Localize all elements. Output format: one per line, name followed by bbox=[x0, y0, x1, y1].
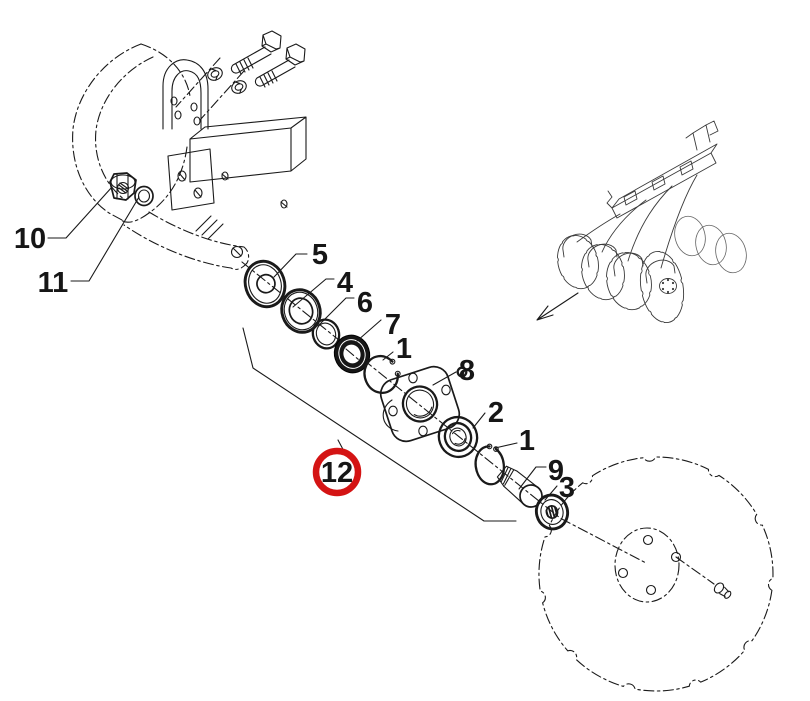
beam-break-end bbox=[606, 190, 613, 209]
arch-bolt-holes bbox=[170, 96, 201, 126]
part-hub-flange bbox=[379, 365, 461, 443]
arch-bracket-outer bbox=[162, 59, 209, 130]
clamp-plate bbox=[167, 148, 215, 211]
far-gang-discs bbox=[674, 215, 747, 274]
callout-9: 9 bbox=[548, 455, 564, 487]
callout-10: 10 bbox=[14, 223, 46, 255]
bracket-housing-assembly bbox=[72, 30, 307, 270]
bearing-band-3 bbox=[613, 252, 644, 277]
red-circle bbox=[312, 447, 362, 497]
hex-bolt-2 bbox=[199, 43, 306, 121]
bearing-band-4 bbox=[645, 259, 676, 284]
shield-front-edge-top bbox=[140, 43, 191, 97]
callout-leader-10 bbox=[47, 186, 113, 239]
snap-ring-eyelet-detail bbox=[456, 366, 468, 378]
hex-bolt bbox=[175, 30, 282, 108]
gang-disc-2 bbox=[581, 243, 625, 301]
axis-over-seal bbox=[345, 348, 360, 361]
callout-leader-8 bbox=[432, 371, 457, 386]
machine-overview bbox=[536, 120, 747, 324]
disc-blade-outline bbox=[538, 456, 774, 692]
callout-2: 2 bbox=[488, 397, 504, 429]
direction-arrow-icon bbox=[536, 292, 579, 321]
hitch-mast bbox=[685, 120, 719, 151]
assembly-bracket-line bbox=[242, 327, 517, 522]
disc-standards bbox=[576, 174, 698, 269]
callout-leader-11 bbox=[70, 196, 140, 282]
callout-5: 5 bbox=[312, 239, 328, 271]
part-spacer bbox=[311, 318, 341, 350]
part-seal-ring bbox=[280, 288, 322, 334]
bearing-band-2 bbox=[587, 243, 618, 268]
disc-blade bbox=[538, 456, 774, 692]
washer bbox=[134, 185, 154, 207]
disc-bolt-leader bbox=[675, 556, 715, 585]
gang-disc-4 bbox=[639, 250, 685, 324]
beam-clamps bbox=[623, 160, 694, 206]
callout-leader-1b bbox=[494, 442, 518, 449]
arm-pivot-hole bbox=[230, 245, 244, 259]
callout-leader-1a bbox=[382, 351, 394, 361]
callout-6: 6 bbox=[357, 287, 373, 319]
part-end-cap bbox=[534, 493, 570, 531]
part-snap-ring-rear bbox=[474, 443, 506, 486]
callout-11: 11 bbox=[38, 267, 69, 299]
gang-disc-3 bbox=[606, 251, 652, 311]
callout-12: 12 bbox=[321, 457, 353, 489]
gang-disc-4-hub bbox=[659, 278, 677, 294]
callouts: 10 11 5 4 6 7 1 8 2 1 9 3 bbox=[14, 186, 575, 504]
square-tube bbox=[189, 116, 307, 183]
callout-leader-5 bbox=[273, 253, 308, 278]
callout-1-front: 1 bbox=[396, 333, 412, 365]
clamp-plate-holes bbox=[177, 170, 288, 209]
callout-leader-9 bbox=[518, 466, 547, 490]
spring-washer bbox=[207, 67, 223, 81]
callout-leader-3 bbox=[544, 485, 558, 501]
callout-leader-2 bbox=[472, 412, 486, 429]
arm-outline bbox=[123, 211, 250, 270]
part-snap-ring-front bbox=[363, 354, 401, 394]
callout-8: 8 bbox=[459, 355, 475, 387]
disc-hub-circle bbox=[614, 527, 680, 603]
axis-centerline bbox=[241, 261, 647, 564]
arm-pivot-slot bbox=[232, 247, 242, 257]
toolbar-beam bbox=[611, 143, 718, 219]
disc-bolt bbox=[713, 582, 732, 599]
arch-bracket-inner bbox=[171, 70, 202, 130]
gang-disc-1 bbox=[557, 234, 599, 290]
callout-4: 4 bbox=[337, 267, 353, 299]
disc-bolt-holes bbox=[617, 534, 682, 596]
callout-7: 7 bbox=[385, 309, 401, 341]
shield-inner-edge bbox=[94, 56, 154, 201]
part-bearing bbox=[437, 415, 479, 459]
nut bbox=[109, 172, 137, 201]
callout-leader-6 bbox=[317, 297, 355, 327]
callout-leader-7 bbox=[356, 319, 382, 342]
assembly-callout-badge[interactable]: 12 bbox=[312, 447, 362, 497]
axle-parts bbox=[243, 259, 570, 531]
callout-leader-4 bbox=[292, 278, 335, 308]
callout-3: 3 bbox=[559, 472, 575, 504]
part-disc-washer bbox=[243, 259, 287, 309]
shield-front-edge-bottom bbox=[120, 146, 188, 223]
callout-1-rear: 1 bbox=[519, 425, 535, 457]
arm-section-lines bbox=[195, 215, 224, 240]
shield-outer-edge bbox=[72, 43, 142, 221]
